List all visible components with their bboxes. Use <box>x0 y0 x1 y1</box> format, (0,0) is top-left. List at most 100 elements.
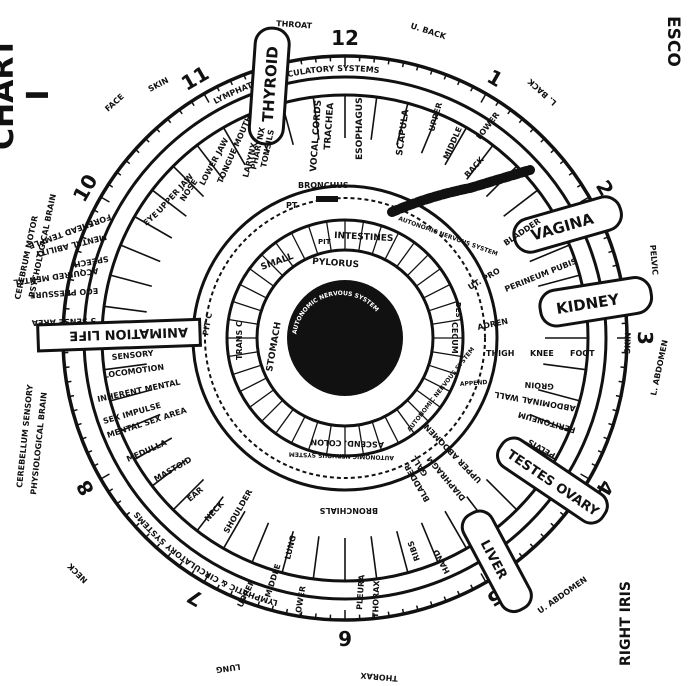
center-letter: R <box>321 324 366 355</box>
stomach-divider <box>371 421 383 451</box>
zone-mastoid: MASTOID <box>153 455 194 484</box>
zone-divider <box>543 363 587 371</box>
stomach-divider <box>415 268 441 287</box>
zone-divider <box>395 530 409 573</box>
zone-divider <box>466 144 494 180</box>
stomach-divider <box>384 416 400 444</box>
outer-label-throat: THROAT <box>276 19 313 31</box>
thyroid-box: THYROID <box>247 26 291 146</box>
tick-mark <box>618 380 624 383</box>
zone-divider <box>485 478 518 511</box>
zone-trans-c: TRANS C <box>235 321 244 360</box>
zone-esophagus: ESOPHAGUS <box>355 97 365 160</box>
autonomic-wave <box>204 197 486 479</box>
zone-divider <box>222 510 246 549</box>
zone-peritoneum: PERITONEUM <box>517 410 577 435</box>
zone-divider <box>103 363 147 371</box>
zone-divider <box>172 165 205 198</box>
zone-divider <box>151 189 187 217</box>
tick-mark <box>387 59 390 65</box>
zone-pit-c: PIT C <box>201 312 214 336</box>
tick-mark <box>314 613 317 619</box>
stomach-divider <box>275 408 294 434</box>
tick-mark <box>576 183 582 188</box>
tick-mark <box>190 101 195 107</box>
tick-mark <box>108 183 114 188</box>
zone-upper-back: UPPER <box>427 101 444 132</box>
tick-mark <box>608 250 614 254</box>
zone-pleura: PLEURA <box>355 574 366 611</box>
zone-knee: KNEE <box>530 349 554 358</box>
stomach-divider <box>261 399 284 422</box>
tick-mark <box>134 522 140 528</box>
clock-number-12: 12 <box>331 26 359 50</box>
tick-mark <box>507 109 512 115</box>
tick-mark <box>456 590 461 596</box>
outer-label-l-back: L. BACK <box>526 76 559 107</box>
tick-mark <box>87 222 93 227</box>
zone-abdominal-wall: ABDOMINAL WALL <box>494 390 577 413</box>
animation-life-label: ANIMATION LIFE <box>69 324 188 343</box>
outer-label-u-back: U. BACK <box>409 21 447 41</box>
lesion-marking <box>387 165 535 217</box>
tick-mark <box>603 236 609 240</box>
stomach-divider <box>384 232 400 260</box>
stomach-divider <box>239 377 267 393</box>
tick-mark <box>443 596 447 602</box>
stomach-divider <box>423 377 451 393</box>
tick-mark <box>108 488 114 493</box>
tick-mark <box>550 522 556 528</box>
zone-append: APPEND <box>460 379 488 388</box>
zone-divider <box>251 522 270 563</box>
tick-mark <box>203 93 210 103</box>
stomach-divider <box>232 300 262 312</box>
clock-number-8: 8 <box>71 476 99 500</box>
outer-label-face: FACE <box>103 92 125 113</box>
stomach-divider <box>261 254 284 277</box>
outer-label-skin-right: SKIN <box>623 332 633 354</box>
testes-ovary-box: TESTES OVARY <box>496 436 609 525</box>
tick-mark <box>216 86 220 92</box>
stomach-divider <box>428 300 458 312</box>
tick-mark <box>216 584 220 590</box>
zone-divider <box>120 244 161 263</box>
kidney-box: KIDNEY <box>538 276 654 328</box>
tick-mark <box>495 101 500 107</box>
liver-frame <box>460 509 533 614</box>
clock-number-1: 1 <box>483 64 507 92</box>
zone-divider <box>134 437 173 461</box>
clock-number-7: 7 <box>183 584 207 612</box>
stomach-divider <box>228 318 259 325</box>
zone-divider <box>196 496 224 532</box>
outer-label-u-abdomen: U. ABDOMEN <box>536 575 589 616</box>
tick-mark <box>540 533 545 538</box>
tick-mark <box>87 449 93 454</box>
zone-divider <box>172 478 205 511</box>
tick-mark <box>271 605 275 611</box>
clock-number-6: 6 <box>338 626 352 650</box>
zone-scapula: SCAPULA <box>395 109 411 157</box>
stomach-divider <box>307 421 319 451</box>
stomach-divider <box>423 283 451 299</box>
tick-mark <box>615 394 621 398</box>
zone-thigh: THIGH <box>486 349 514 358</box>
stomach-divider <box>307 225 319 255</box>
tick-mark <box>470 86 474 92</box>
outer-label-pelvic: PELVIC <box>648 244 660 275</box>
stomach-divider <box>396 242 415 268</box>
stomach-divider <box>249 268 275 287</box>
outer-label-neck: NECK <box>65 561 89 585</box>
tick-mark <box>93 209 99 213</box>
tick-mark <box>401 608 405 614</box>
tick-mark <box>81 436 87 440</box>
zone-neck: NECK <box>203 499 226 524</box>
stomach-divider <box>325 221 332 252</box>
zone-divider <box>281 530 295 573</box>
zone-hand: HAND <box>431 548 451 576</box>
stomach-divider <box>431 318 462 325</box>
zone-lung: LUNG <box>283 534 298 560</box>
tick-mark <box>166 552 172 558</box>
zone-divider <box>529 244 570 263</box>
tick-mark <box>429 601 433 607</box>
thyroid-frame <box>247 26 291 146</box>
